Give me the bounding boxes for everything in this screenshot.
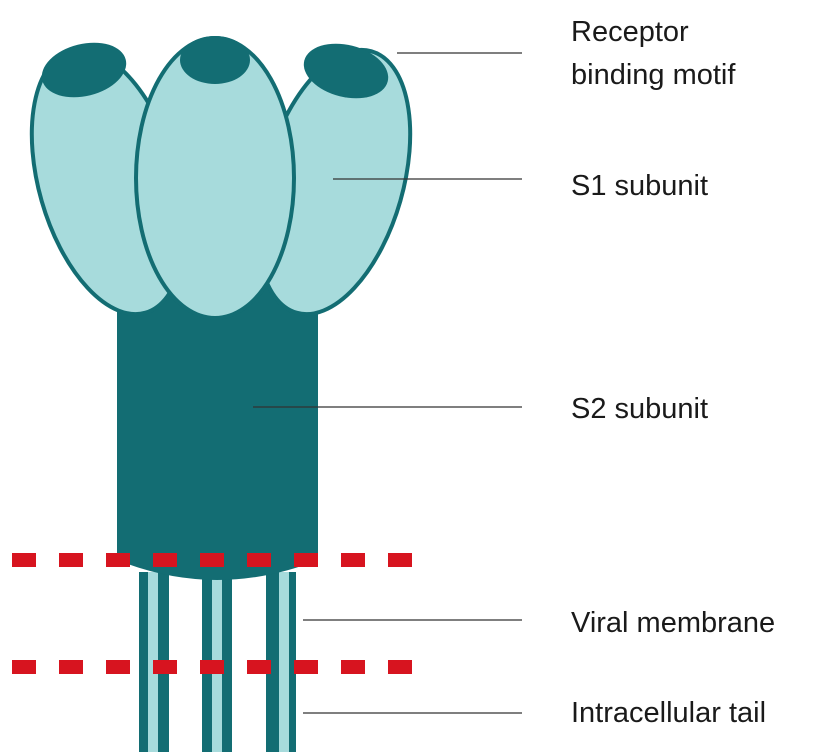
s1-subunit-lobes [4, 32, 438, 332]
receptor-binding-cap-center [180, 36, 250, 84]
label-intracellular-tail: Intracellular tail [571, 697, 766, 729]
label-receptor-line1: Receptor [571, 16, 689, 48]
label-s1-subunit: S1 subunit [571, 170, 708, 202]
stalk-right-core [279, 572, 289, 752]
s1-lobe-center [136, 36, 294, 318]
label-viral-membrane: Viral membrane [571, 607, 775, 639]
label-s2-subunit: S2 subunit [571, 393, 708, 425]
labels: Receptor binding motif S1 subunit S2 sub… [571, 16, 775, 729]
label-receptor-line2: binding motif [571, 59, 736, 91]
s2-subunit-stem [117, 285, 318, 580]
